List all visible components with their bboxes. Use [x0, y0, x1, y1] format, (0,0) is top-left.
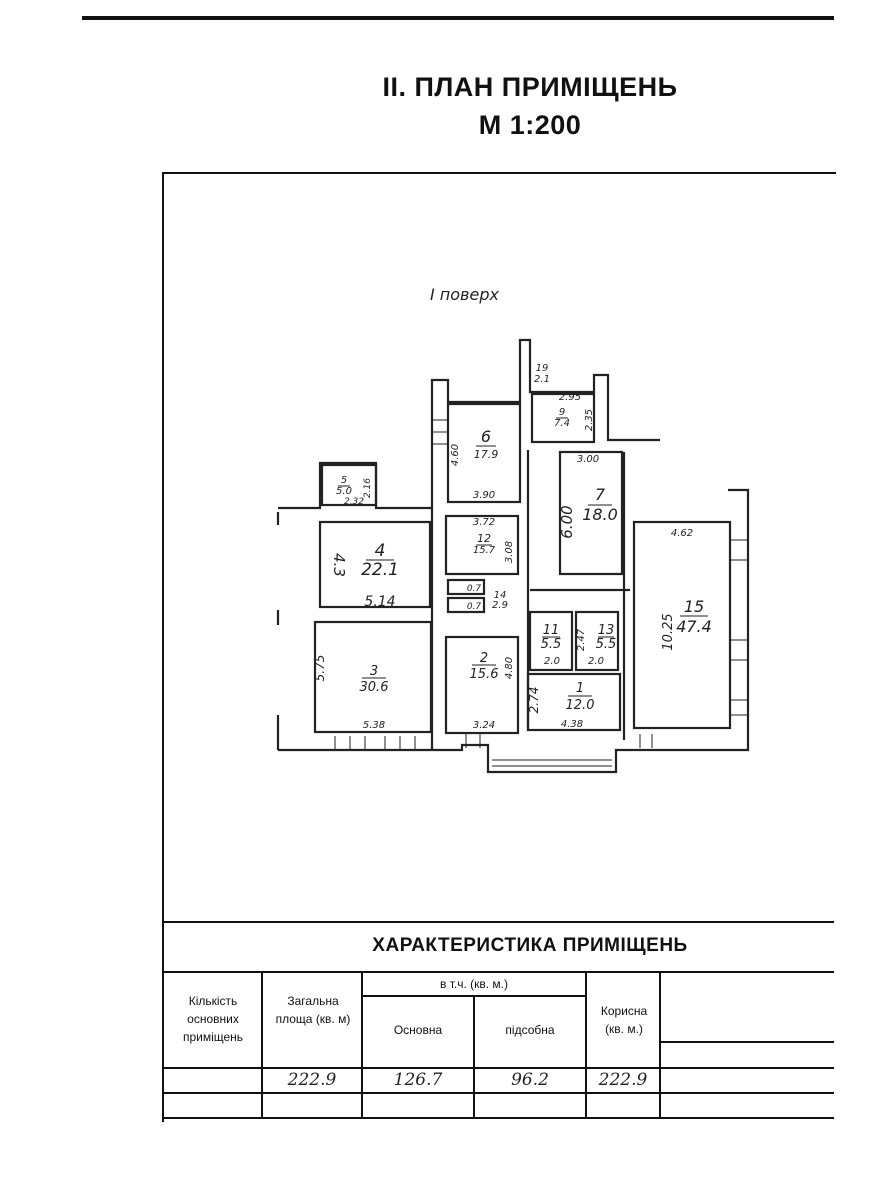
- room-13-area: 5.5: [596, 637, 617, 652]
- dim-3-72: 3.72: [473, 517, 495, 528]
- dim-10-25: 10.25: [661, 613, 676, 650]
- room-1-area: 12.0: [566, 698, 595, 713]
- dim-2-32: 2.32: [344, 497, 364, 507]
- room-4-number: 4: [375, 541, 386, 561]
- room-11-area: 5.5: [541, 637, 562, 652]
- dim-3-24: 3.24: [473, 720, 495, 731]
- dim-2-74: 2.74: [527, 687, 541, 714]
- dim-6-00: 6.00: [558, 505, 576, 538]
- room-12-area: 15.7: [473, 545, 496, 556]
- dim-4-3: 4.3: [330, 553, 348, 577]
- header-useful: Корисна (кв. м.): [600, 1004, 648, 1036]
- dim-3-90: 3.90: [473, 490, 495, 501]
- dim-wc-1: 0.7: [467, 584, 482, 594]
- dim-4-62: 4.62: [671, 528, 693, 539]
- value-main: 126.7: [393, 1070, 443, 1090]
- room-6-number: 6: [481, 427, 491, 446]
- dim-2-95: 2.95: [559, 392, 581, 403]
- value-useful: 222.9: [598, 1070, 648, 1090]
- plan-windows: [334, 419, 748, 767]
- room-14-area: 2.9: [492, 600, 508, 611]
- characteristics-table-lines: [162, 921, 834, 1119]
- header-main: Основна: [393, 1023, 443, 1037]
- room-label-dividers: [338, 417, 708, 697]
- dim-3-00: 3.00: [577, 454, 599, 465]
- dim-2-0-a: 2.0: [544, 656, 560, 667]
- room-19-area: 2.1: [534, 374, 550, 385]
- value-auxiliary: 96.2: [511, 1070, 549, 1090]
- dim-2-16: 2.16: [363, 478, 373, 498]
- plan-frame: [162, 172, 836, 1122]
- characteristics-title: ХАРАКТЕРИСТИКА ПРИМІЩЕНЬ: [372, 935, 688, 956]
- header-auxiliary: підсобна: [505, 1023, 555, 1037]
- room-15-number: 15: [684, 597, 704, 616]
- room-13-number: 13: [598, 623, 615, 638]
- room-4-area: 22.1: [361, 560, 399, 580]
- header-total-area: Загальна площа (кв. м): [275, 994, 351, 1026]
- dim-2-0-b: 2.0: [588, 656, 604, 667]
- header-count: Кількість основних приміщень: [182, 994, 244, 1044]
- room-5-area: 5.0: [336, 486, 352, 497]
- dim-5-38: 5.38: [363, 720, 385, 731]
- room-3-area: 30.6: [360, 680, 389, 695]
- dim-5-14: 5.14: [364, 594, 395, 610]
- dim-2-47: 2.47: [576, 628, 587, 651]
- room-9-number: 9: [559, 407, 565, 418]
- dim-3-08: 3.08: [504, 541, 515, 563]
- page-scale: М 1:200: [478, 110, 582, 140]
- value-total-area: 222.9: [287, 1070, 337, 1090]
- dim-4-80: 4.80: [504, 657, 515, 679]
- room-19-number: 19: [536, 363, 549, 374]
- dim-4-60: 4.60: [450, 444, 461, 466]
- room-5-number: 5: [341, 475, 347, 486]
- room-2-number: 2: [480, 651, 488, 666]
- room-3-number: 3: [370, 664, 378, 679]
- page-title: II. ПЛАН ПРИМІЩЕНЬ: [382, 72, 678, 102]
- dim-2-35: 2.35: [584, 409, 595, 431]
- room-9-area: 7.4: [554, 418, 570, 429]
- room-14-number: 14: [494, 590, 507, 601]
- dim-4-38: 4.38: [561, 719, 583, 730]
- room-12-number: 12: [477, 532, 491, 545]
- room-7-area: 18.0: [582, 505, 618, 524]
- top-rule: [82, 16, 834, 20]
- plan-walls: [276, 338, 750, 774]
- dim-wc-2: 0.7: [467, 602, 482, 612]
- header-including: в т.ч. (кв. м.): [440, 977, 508, 991]
- dim-5-75: 5.75: [313, 655, 327, 682]
- room-15-area: 47.4: [676, 617, 712, 636]
- floor-label: I поверх: [430, 285, 499, 304]
- room-7-number: 7: [595, 485, 606, 504]
- room-6-area: 17.9: [474, 448, 499, 461]
- room-1-number: 1: [576, 681, 584, 696]
- room-11-number: 11: [543, 623, 560, 638]
- room-2-area: 15.6: [470, 667, 499, 682]
